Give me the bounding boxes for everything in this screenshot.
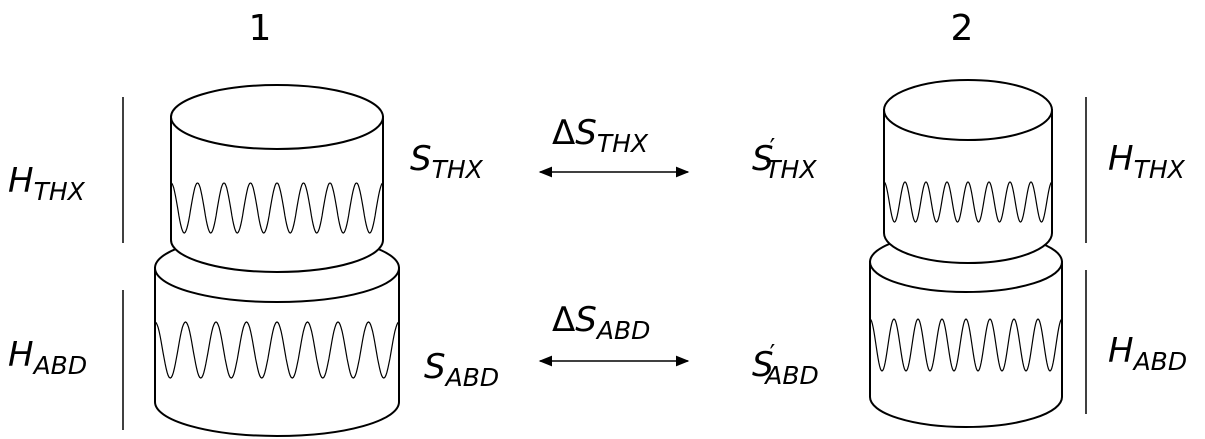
model-1-signal-thx-label: STHX bbox=[410, 139, 484, 184]
model-2-signal-thx-label: S′THX bbox=[752, 133, 817, 184]
model-2-number: 2 bbox=[951, 8, 974, 49]
model-1-thorax-cylinder bbox=[170, 84, 384, 273]
model-1-abdomen-wave bbox=[154, 321, 400, 379]
model-2-signal-abd-label: S′ABD bbox=[752, 339, 819, 390]
delta-s-abd-label: ΔSABD bbox=[552, 300, 650, 345]
model-2-thorax-wave bbox=[883, 181, 1053, 223]
model-2-thorax-cylinder bbox=[883, 79, 1053, 264]
delta-s-thx-label: ΔSTHX bbox=[552, 113, 649, 158]
model-1-height-thx-label: HTHX bbox=[8, 161, 86, 206]
model-1-thorax-wave bbox=[170, 182, 384, 234]
model-1-signal-abd-label: SABD bbox=[424, 347, 499, 392]
model-2-height-thx-label: HTHX bbox=[1108, 139, 1186, 184]
model-1-number: 1 bbox=[249, 8, 272, 49]
model-1-height-abd-label: HABD bbox=[8, 335, 87, 380]
model-2-height-abd-label: HABD bbox=[1108, 331, 1187, 376]
model-2-abdomen-wave bbox=[869, 318, 1063, 372]
